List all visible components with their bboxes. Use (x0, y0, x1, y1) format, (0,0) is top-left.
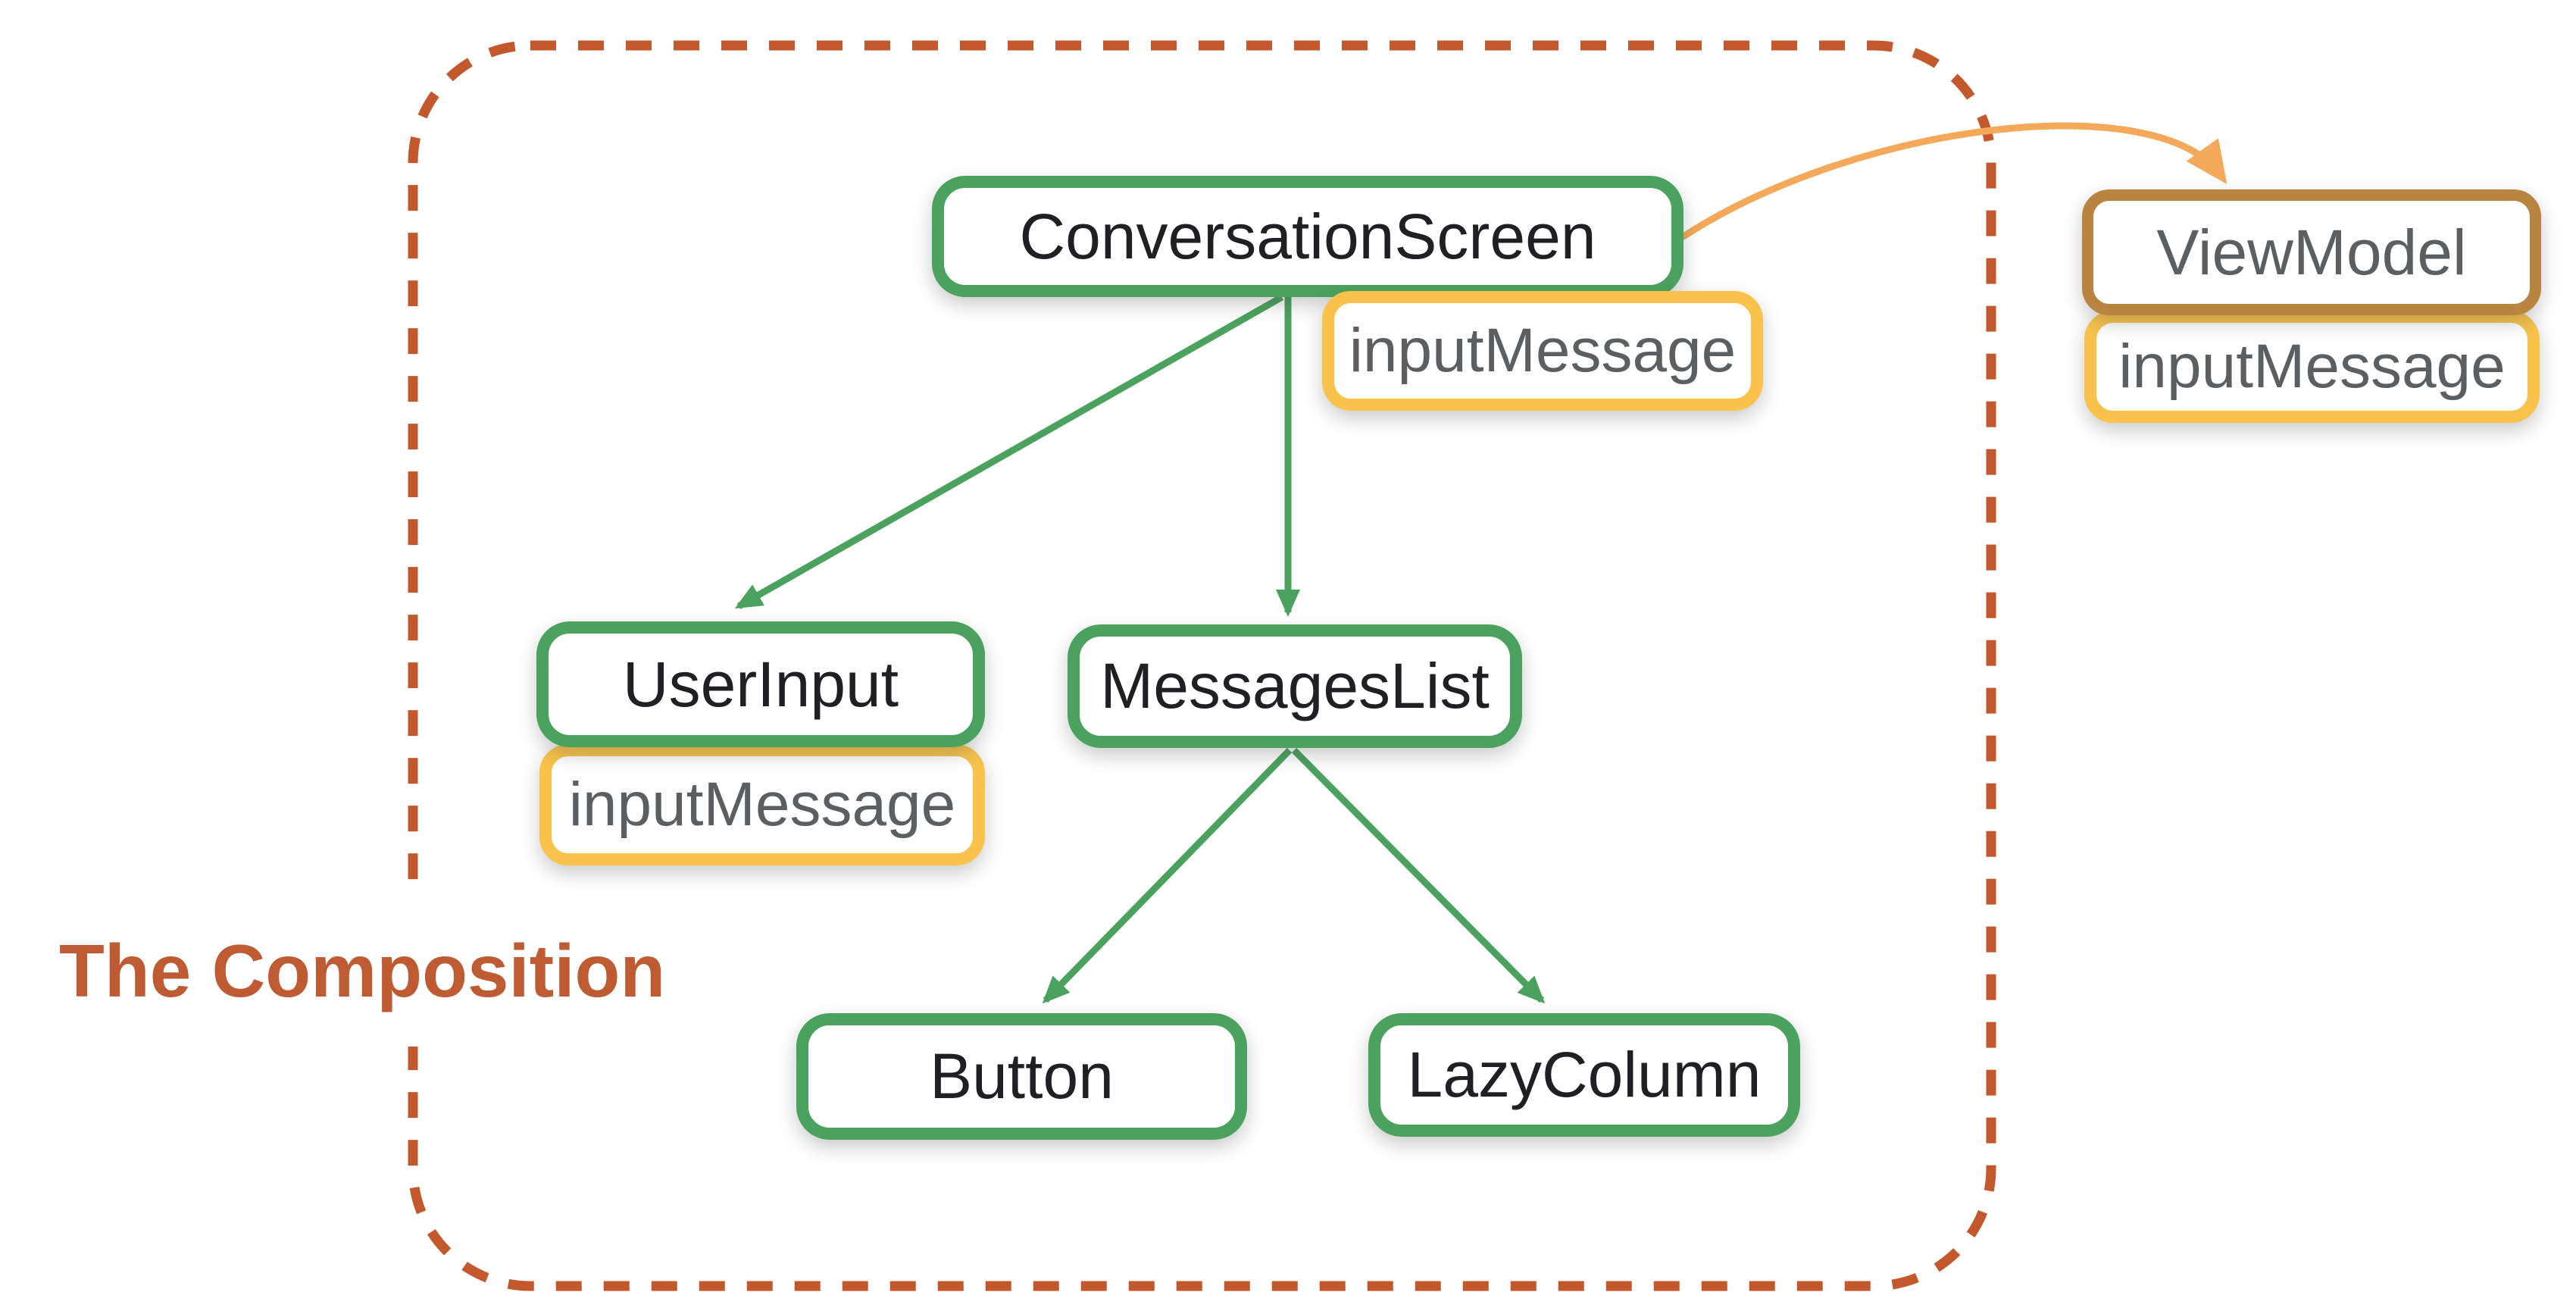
node-button: Button (796, 1013, 1247, 1140)
node-messages-list-label: MessagesList (1100, 650, 1490, 721)
node-lazy-column-label: LazyColumn (1407, 1039, 1762, 1110)
state-badge-conversation-screen: inputMessage (1322, 291, 1763, 411)
edge-messageslist-to-lazycolumn (1291, 747, 1546, 1004)
state-badge-view-model: inputMessage (2084, 311, 2540, 423)
diagram-title: The Composition (36, 896, 689, 1047)
edge-messageslist-to-button (1042, 747, 1293, 1004)
composition-boundary-dashed-rect (408, 40, 1996, 1291)
state-badge-view-model-label: inputMessage (2118, 332, 2506, 401)
node-view-model-label: ViewModel (2156, 216, 2467, 288)
edge-conversationscreen-to-viewmodel (1680, 122, 2227, 240)
node-user-input: UserInput (536, 621, 985, 747)
node-messages-list: MessagesList (1068, 624, 1522, 748)
node-lazy-column: LazyColumn (1368, 1013, 1800, 1137)
node-button-label: Button (930, 1040, 1114, 1112)
node-view-model: ViewModel (2082, 189, 2541, 315)
node-conversation-screen: ConversationScreen (932, 176, 1683, 297)
state-badge-user-input: inputMessage (539, 744, 985, 865)
node-conversation-screen-label: ConversationScreen (1019, 200, 1596, 272)
state-badge-user-input-label: inputMessage (568, 770, 956, 839)
edge-conversationscreen-to-userinput (734, 294, 1284, 609)
state-badge-conversation-screen-label: inputMessage (1349, 316, 1737, 385)
node-user-input-label: UserInput (622, 648, 899, 720)
